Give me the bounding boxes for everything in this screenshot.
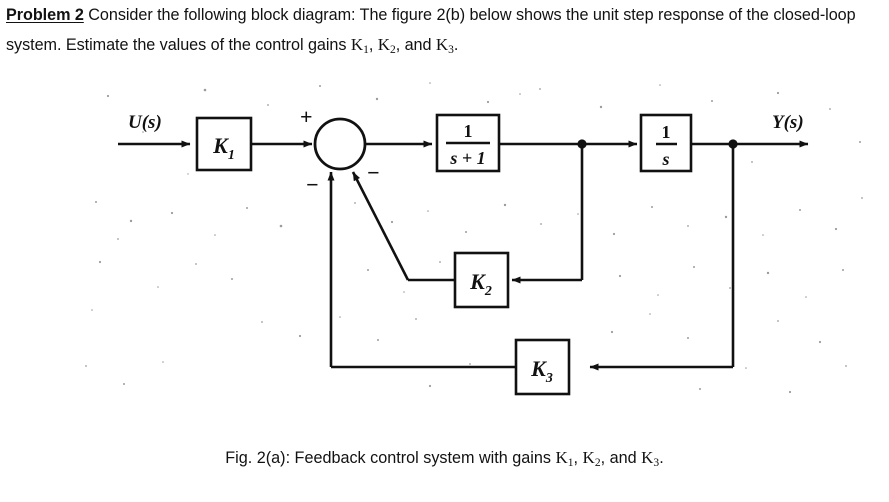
wire-k2-to-sum-diagonal <box>351 171 410 281</box>
junction-dot-nodeA <box>577 139 587 149</box>
label-plant-denominator: s + 1 <box>449 148 485 168</box>
label-input-us: U(s) <box>128 112 162 133</box>
label-gain-k2: K2 <box>469 269 492 299</box>
sign-minus-left-sum: − <box>306 172 319 197</box>
caption-separator-2: , and <box>600 449 642 467</box>
caption-prefix: Fig. 2(a): Feedback control system with … <box>225 449 556 467</box>
caption-gain-k2: K2 <box>582 448 601 470</box>
problem-separator-1: , <box>368 35 378 54</box>
problem-gain-k3: K3 <box>435 34 454 57</box>
problem-gain-k2: K2 <box>377 34 396 57</box>
block-diagram-svg: U(s) Y(s) K1 1 s + 1 1 s K2 K3 + − − <box>118 104 809 396</box>
summing-junction <box>313 117 367 171</box>
caption-gain-k1: K1 <box>555 448 574 470</box>
label-gain-k3: K3 <box>530 356 553 386</box>
caption-separator-1: , <box>573 449 583 467</box>
label-plant-numerator: 1 <box>464 121 473 141</box>
caption-period: . <box>659 449 664 467</box>
label-integrator-denominator: s <box>661 149 669 169</box>
block-diagram-figure: U(s) Y(s) K1 1 s + 1 1 s K2 K3 + − − <box>0 74 889 434</box>
problem-period: . <box>453 35 459 54</box>
label-output-ys: Y(s) <box>772 112 804 133</box>
sign-plus-sum: + <box>300 104 313 129</box>
junction-dot-nodeB <box>728 139 738 149</box>
caption-gain-k3: K3 <box>641 448 660 470</box>
label-integrator-numerator: 1 <box>662 122 671 142</box>
problem-separator-2: , and <box>395 35 436 54</box>
block-gain-k1 <box>195 116 253 172</box>
block-integrator <box>639 113 693 173</box>
problem-body-text: Consider the following block diagram: Th… <box>6 6 856 54</box>
problem-gain-k1: K1 <box>350 34 369 57</box>
problem-statement: Problem 2 Consider the following block d… <box>6 2 883 60</box>
block-gain-k2 <box>453 251 510 309</box>
figure-caption: Fig. 2(a): Feedback control system with … <box>0 448 889 469</box>
sign-minus-right-sum: − <box>367 160 380 185</box>
label-gain-k1: K1 <box>212 133 235 163</box>
problem-label: Problem 2 <box>6 6 84 24</box>
